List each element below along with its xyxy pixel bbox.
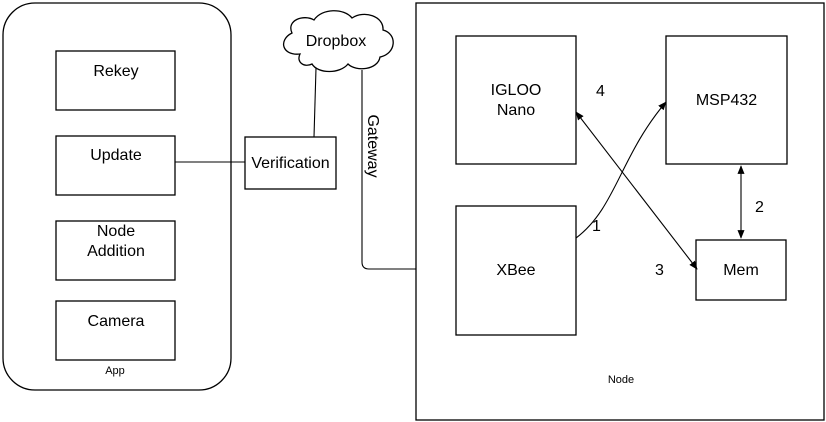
mem-label: Mem <box>723 262 759 279</box>
step-label-1: 1 <box>592 218 601 235</box>
xbee-label: XBee <box>496 262 535 279</box>
gateway-line <box>361 70 455 270</box>
verification-box: Verification <box>244 136 337 190</box>
verification-label: Verification <box>251 155 329 172</box>
update-label: Update <box>90 147 142 164</box>
verification-dropbox-line <box>313 67 317 138</box>
step-label-2: 2 <box>755 199 764 216</box>
step-label-4: 4 <box>596 83 605 100</box>
node-addition-label-line2: Addition <box>87 243 145 260</box>
node-title: Node <box>608 374 634 386</box>
app-title: App <box>105 365 125 377</box>
dropbox-label: Dropbox <box>306 33 366 50</box>
dropbox-cloud: Dropbox <box>282 10 394 73</box>
igloo-nano-box: IGLOO Nano <box>455 35 577 165</box>
mem-box: Mem <box>695 239 787 301</box>
camera-label: Camera <box>88 313 145 330</box>
arrow-igloo-mem <box>575 111 698 270</box>
msp432-box: MSP432 <box>665 35 788 165</box>
node-addition-label-line1: Node <box>97 223 135 240</box>
igloo-label-line2: Nano <box>497 102 535 119</box>
igloo-label-line1: IGLOO <box>491 82 542 99</box>
rekey-button[interactable]: Rekey <box>55 50 176 111</box>
xbee-box: XBee <box>455 205 577 336</box>
update-button[interactable]: Update <box>55 135 176 196</box>
msp432-label: MSP432 <box>696 92 757 109</box>
step-label-3: 3 <box>655 262 664 279</box>
rekey-label: Rekey <box>93 63 138 80</box>
node-addition-button[interactable]: Node Addition <box>55 220 176 281</box>
gateway-label: Gateway <box>364 114 381 177</box>
camera-button[interactable]: Camera <box>55 300 176 361</box>
